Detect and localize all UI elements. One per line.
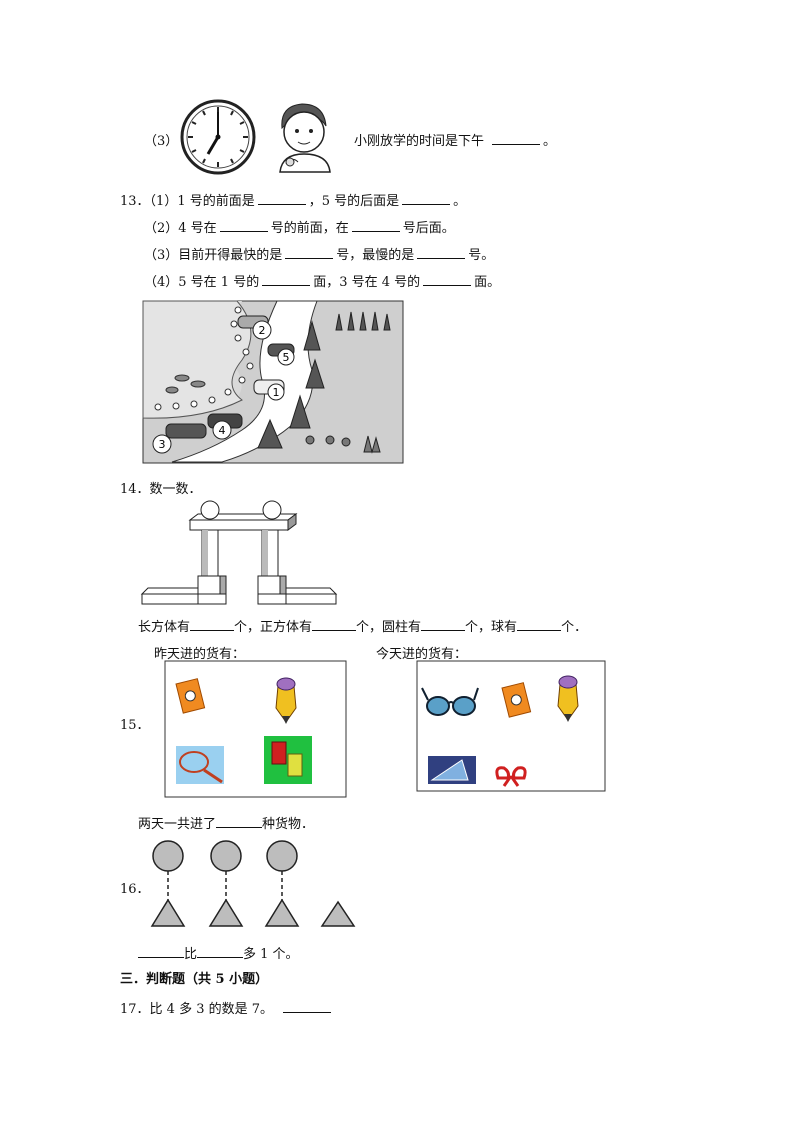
pencil-icon — [275, 677, 297, 724]
yesterday-label: 昨天进的货有： — [154, 647, 246, 662]
q13-2-b: 号的前面，在 — [270, 221, 349, 236]
q12-3-label: （3） — [144, 134, 179, 149]
answer-blank[interactable] — [262, 284, 311, 286]
q13-1-c: 。 — [453, 194, 467, 209]
clock-image — [180, 99, 256, 175]
car-number-1: 1 — [273, 386, 280, 399]
shapes-matching-image — [150, 840, 356, 927]
answer-blank[interactable] — [351, 230, 400, 232]
answer-blank[interactable] — [257, 203, 306, 205]
answer-blank[interactable] — [417, 257, 466, 259]
q14-b: 个，正方体有 — [234, 620, 313, 635]
race-cars: 2 5 1 4 3 — [152, 315, 295, 454]
q13-line-1: 13．（1）1 号的前面是 ，5 号的后面是 。 — [120, 190, 466, 209]
q12-3-text: 小刚放学的时间是下午 — [354, 134, 485, 149]
section-title: 三．判断题（共 5 小题） — [120, 972, 269, 987]
q16-a: 比 — [184, 947, 198, 962]
q15-b: 种货物． — [262, 817, 315, 832]
boy-image — [279, 103, 331, 173]
q17-line: 17．比 4 多 3 的数是 7。 — [120, 998, 334, 1017]
car-number-5: 5 — [283, 351, 290, 364]
q13-1-b: ，5 号的后面是 — [308, 194, 400, 209]
q14-e: 个． — [561, 620, 588, 635]
q13-2-a: （2）4 号在 — [144, 221, 217, 236]
q14-title: 14．数一数． — [120, 482, 202, 497]
q14-answer: 长方体有 个，正方体有 个，圆柱有 个，球有 个． — [138, 616, 587, 635]
car-number-2: 2 — [259, 324, 266, 337]
answer-blank[interactable] — [216, 826, 263, 828]
q13-line-2: （2）4 号在 号的前面，在 号后面。 — [144, 217, 455, 236]
today-label: 今天进的货有： — [376, 647, 468, 662]
notebook-icon — [501, 682, 532, 718]
q13-4-a: （4）5 号在 1 号的 — [144, 275, 260, 290]
answer-blank[interactable] — [285, 257, 334, 259]
racket-icon — [176, 746, 224, 784]
answer-blank[interactable] — [312, 629, 357, 631]
q16-answer: 比 多 1 个。 — [138, 943, 299, 962]
yesterday-goods-box — [164, 660, 347, 798]
answer-blank[interactable] — [138, 956, 184, 958]
answer-blank[interactable] — [197, 956, 244, 958]
q13-line-3: （3）目前开得最快的是 号，最慢的是 号。 — [144, 244, 494, 263]
q13-3-a: （3）目前开得最快的是 — [144, 248, 283, 263]
q12-3-end: 。 — [543, 134, 557, 149]
q12-3-question: 小刚放学的时间是下午 。 — [354, 130, 556, 149]
answer-blank[interactable] — [421, 629, 466, 631]
q13-number: 13． — [120, 194, 150, 209]
race-road-image: 2 5 1 4 3 — [142, 300, 404, 464]
answer-blank[interactable] — [219, 230, 268, 232]
q15-number: 15． — [120, 718, 150, 733]
q16-number: 16． — [120, 882, 150, 897]
answer-blank[interactable] — [283, 1011, 332, 1013]
car-number-3: 3 — [159, 438, 166, 451]
answer-blank[interactable] — [492, 143, 541, 145]
q13-3-c: 号。 — [468, 248, 495, 263]
q17-text: 17．比 4 多 3 的数是 7。 — [120, 1002, 274, 1017]
q14-d: 个，球有 — [465, 620, 518, 635]
q15-question: 两天一共进了 种货物． — [138, 813, 314, 832]
glasses-icon — [421, 687, 479, 716]
q13-2-c: 号后面。 — [402, 221, 455, 236]
answer-blank[interactable] — [423, 284, 472, 286]
today-goods-box — [416, 660, 606, 792]
q13-line-4: （4）5 号在 1 号的 面，3 号在 4 号的 面。 — [144, 271, 500, 290]
q13-4-c: 面。 — [474, 275, 501, 290]
pencil-icon — [557, 675, 579, 722]
answer-blank[interactable] — [190, 629, 235, 631]
set-square-icon — [428, 756, 476, 784]
q13-3-b: 号，最慢的是 — [336, 248, 415, 263]
answer-blank[interactable] — [402, 203, 451, 205]
car-number-4: 4 — [219, 424, 226, 437]
ribbon-icon — [495, 766, 527, 787]
q15-a: 两天一共进了 — [138, 817, 217, 832]
blocks-image — [140, 500, 338, 605]
q13-4-b: 面，3 号在 4 号的 — [313, 275, 421, 290]
q14-a: 长方体有 — [138, 620, 191, 635]
answer-blank[interactable] — [517, 629, 562, 631]
q16-b: 多 1 个。 — [243, 947, 299, 962]
thread-icon — [264, 736, 312, 784]
notebook-icon — [175, 678, 206, 714]
q13-1-a: （1）1 号的前面是 — [149, 194, 255, 209]
q14-c: 个，圆柱有 — [356, 620, 422, 635]
